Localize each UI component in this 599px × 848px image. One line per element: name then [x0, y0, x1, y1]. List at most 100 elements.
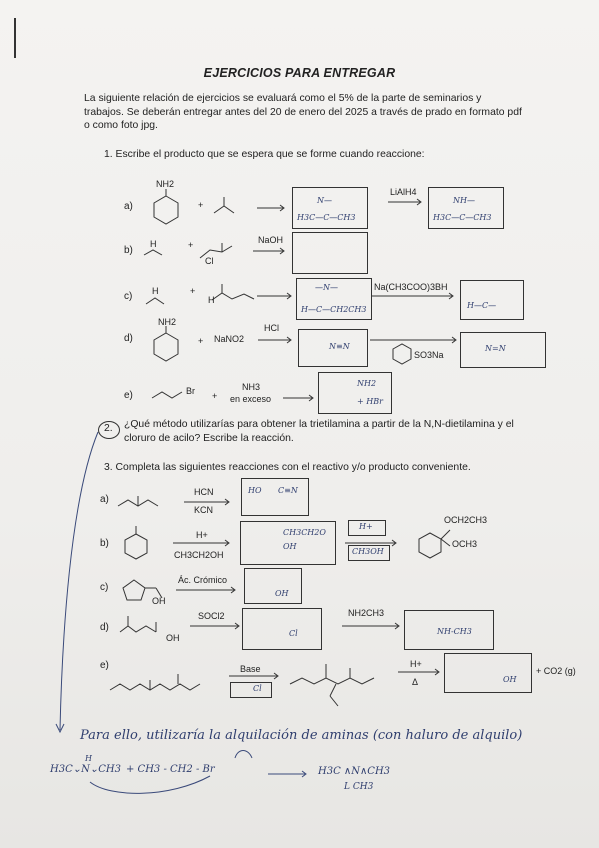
- item-1a-plus: +: [198, 200, 204, 210]
- item-1a-nh2: NH2: [156, 179, 175, 189]
- item-1c-plus: +: [190, 286, 196, 296]
- item-1c-prod-top: —N—: [315, 283, 338, 292]
- item-3a-kcn: KCN: [194, 505, 214, 515]
- item-3e-product-box: OH: [444, 653, 532, 693]
- item-3b-prod2a: OCH2CH3: [444, 515, 488, 525]
- page-title: EJERCICIOS PARA ENTREGAR: [203, 66, 396, 80]
- question-2-number: 2.: [104, 423, 113, 434]
- item-1e-br: Br: [186, 386, 195, 396]
- item-3d-oh: OH: [166, 633, 180, 643]
- intro-paragraph: La siguiente relación de ejercicios se e…: [84, 93, 522, 131]
- item-3c-product-box: OH: [244, 568, 302, 604]
- item-1a-prod: H3C—C—CH3: [297, 213, 356, 222]
- item-1c-reagent: Na(CH3COO)3BH: [374, 282, 448, 292]
- item-3d-label: d): [100, 622, 109, 633]
- item-3b-label: b): [100, 538, 109, 549]
- item-1e-nh3: NH3: [242, 382, 261, 392]
- item-3e-delta: Δ: [412, 677, 419, 687]
- item-1a-final-top: NH—: [453, 196, 475, 205]
- handwritten-eq-right: H3C ∧N∧CH3: [318, 766, 391, 777]
- item-1a-final: H3C—C—CH3: [433, 213, 492, 222]
- item-3d-final: NH-CH3: [437, 627, 472, 636]
- item-1a-label: a): [124, 201, 133, 212]
- item-3b-product-box: CH3CH2O OH: [240, 521, 336, 565]
- item-3e-h: H+: [410, 659, 422, 669]
- item-1a-reagent: LiAlH4: [390, 187, 417, 197]
- item-1d-prod: N≡N: [329, 342, 350, 351]
- item-1a-final-box: NH— H3C—C—CH3: [428, 187, 504, 229]
- margin-mark: [14, 18, 16, 58]
- item-3b-reagent-box-1: H+: [348, 520, 386, 536]
- item-3e-base: Base: [240, 664, 261, 674]
- item-1e-prod-b: + HBr: [357, 397, 383, 406]
- item-3a-prod-b: C≡N: [278, 486, 298, 495]
- handwritten-eq-h: H: [85, 754, 92, 763]
- item-1b-h: H: [150, 239, 157, 249]
- item-1b-product-box: [292, 232, 368, 274]
- handwritten-answer: Para ello, utilizaría la alquilación de …: [80, 728, 523, 743]
- item-1d-nh2: NH2: [158, 317, 177, 327]
- handwritten-eq-right2: L CH3: [344, 782, 374, 792]
- item-1a-product-box: N— H3C—C—CH3: [292, 187, 368, 229]
- benzene-ring-icon: [153, 189, 179, 225]
- item-3d-final-box: NH-CH3: [404, 610, 494, 650]
- item-3d-product-box: Cl: [242, 608, 322, 650]
- item-1d-nano2: NaNO2: [214, 334, 245, 344]
- item-1b-label: b): [124, 245, 133, 256]
- item-3b-h2: H+: [359, 522, 373, 531]
- item-1c-final-box: H—C—: [460, 280, 524, 320]
- question-2-circle: [98, 421, 120, 439]
- item-1a-prod-top: N—: [317, 196, 332, 205]
- question-2: ¿Qué método utilizarías para obtener la …: [124, 419, 514, 444]
- item-3a-prod-a: HO: [248, 486, 262, 495]
- item-1e-label: e): [124, 390, 133, 401]
- item-3a-hcn: HCN: [194, 487, 214, 497]
- item-3c-prod: OH: [275, 589, 289, 598]
- item-3e-prod: OH: [503, 675, 517, 684]
- item-1d-final-box: N=N: [460, 332, 546, 368]
- item-3b-prod-1: CH3CH2O: [283, 528, 326, 537]
- item-3a-product-box: HO C≡N: [241, 478, 309, 516]
- item-1e-excess: en exceso: [230, 394, 272, 404]
- item-3b-meoh: CH3OH: [352, 547, 384, 556]
- item-3d-reagent2: NH2CH3: [348, 608, 385, 618]
- item-3c-oh: OH: [152, 596, 166, 606]
- item-3e-co2: + CO2 (g): [536, 666, 576, 676]
- item-1c-label: c): [124, 291, 133, 302]
- item-3c-label: c): [100, 582, 109, 593]
- item-1b-plus: +: [188, 240, 194, 250]
- item-3e-cl: Cl: [253, 684, 262, 693]
- item-1e-product-box: NH2 + HBr: [318, 372, 392, 414]
- item-1c-prod: H—C—CH2CH3: [301, 305, 367, 314]
- item-1b-cl: Cl: [205, 256, 214, 266]
- item-1c-hh: H: [208, 295, 215, 305]
- item-1d-final: N=N: [485, 344, 506, 353]
- item-3b-prod2b: OCH3: [452, 539, 478, 549]
- item-1d-hcl: HCl: [264, 323, 279, 333]
- question-1: 1. Escribe el producto que se espera que…: [104, 149, 425, 160]
- item-3b-etoh: CH3CH2OH: [174, 550, 224, 560]
- item-3e-label: e): [100, 660, 109, 671]
- item-3b-h: H+: [196, 530, 208, 540]
- item-3b-reagent-box-2: CH3OH: [348, 545, 390, 561]
- item-1c-product-box: —N— H—C—CH2CH3: [296, 278, 372, 320]
- item-1d-product-box: N≡N: [298, 329, 368, 367]
- item-1e-prod-a: NH2: [357, 379, 377, 388]
- item-3e-reagent-box: Cl: [230, 682, 272, 698]
- question-3: 3. Completa las siguientes reacciones co…: [104, 462, 471, 473]
- item-3b-prod-1b: OH: [283, 542, 297, 551]
- item-1b-reagent: NaOH: [258, 235, 284, 245]
- item-1d-label: d): [124, 333, 133, 344]
- item-1e-plus: +: [212, 391, 218, 401]
- item-3a-label: a): [100, 494, 109, 505]
- item-1d-so3na: SO3Na: [414, 350, 444, 360]
- item-1c-h: H: [152, 286, 159, 296]
- item-3c-reagent: Ác. Crómico: [178, 575, 228, 585]
- item-3d-prod: Cl: [289, 629, 298, 638]
- handwritten-eq-left: H3C⌄N⌄CH3: [50, 764, 121, 775]
- handwritten-eq-mid: + CH3 - CH2 - Br: [126, 764, 215, 775]
- item-3d-socl2: SOCl2: [198, 611, 225, 621]
- item-1c-final: H—C—: [467, 301, 497, 310]
